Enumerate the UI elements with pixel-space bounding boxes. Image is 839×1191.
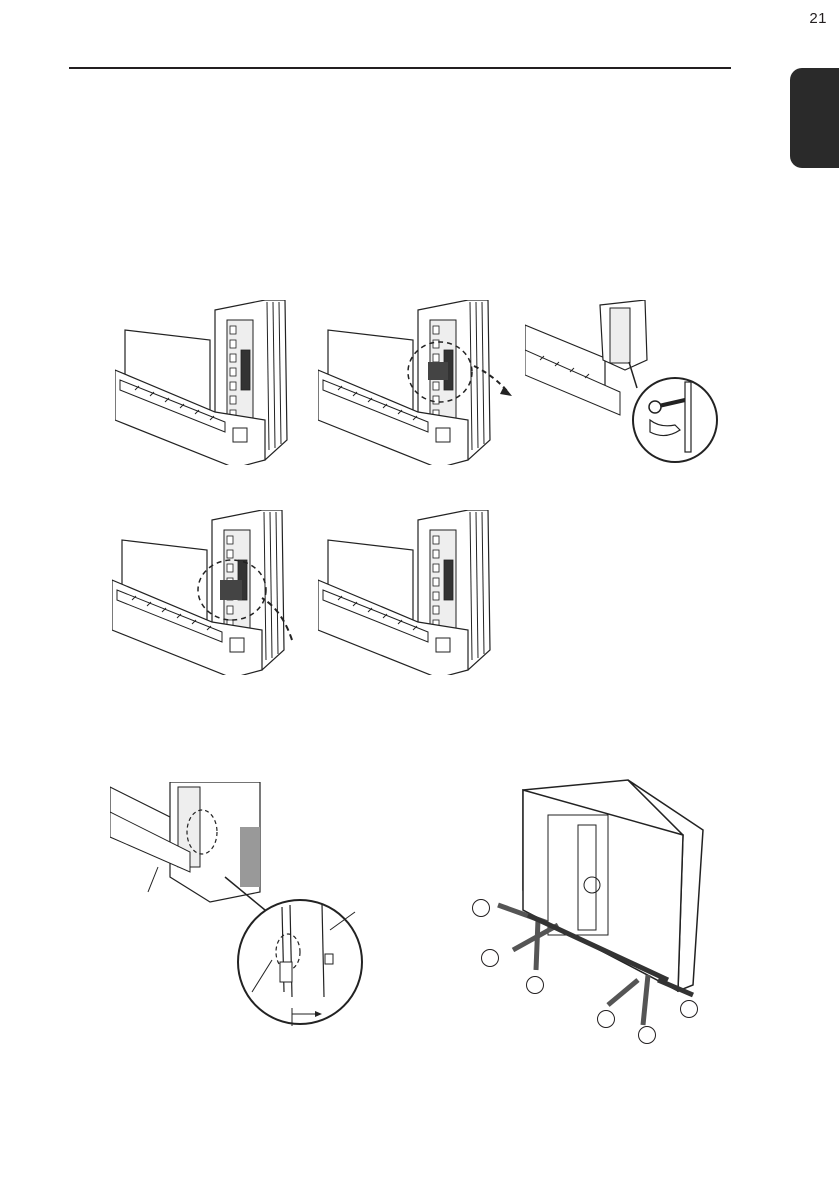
pipe-callout-1 xyxy=(472,899,490,917)
drain-detail-figure xyxy=(110,782,380,1030)
language-tab xyxy=(790,68,839,168)
step-3-figure xyxy=(525,300,725,465)
pipe-callout-5 xyxy=(638,1026,656,1044)
pipe-callout-6 xyxy=(680,1000,698,1018)
page-number: 21 xyxy=(809,10,827,27)
step-4-figure xyxy=(112,510,312,675)
header-rule xyxy=(69,67,731,69)
step-5-figure xyxy=(318,510,508,675)
step-2-figure xyxy=(318,300,518,465)
pipe-callout-3 xyxy=(526,976,544,994)
pipe-callout-4 xyxy=(597,1010,615,1028)
step-1-figure xyxy=(115,300,295,465)
pipe-callout-2 xyxy=(481,949,499,967)
